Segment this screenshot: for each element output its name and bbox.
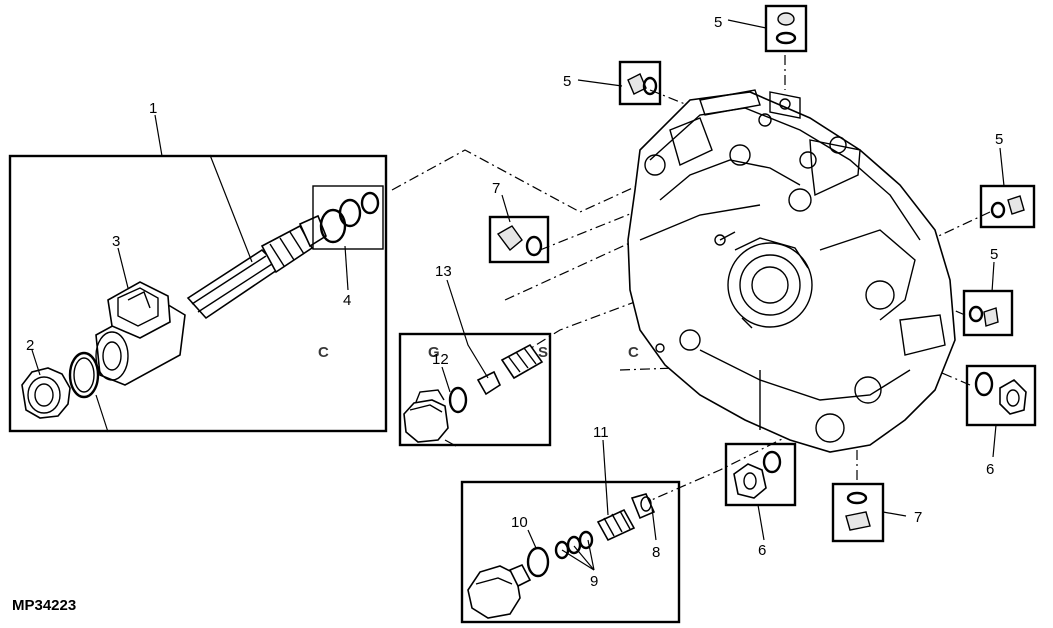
callout-7-left: 7 bbox=[492, 180, 500, 197]
callout-4: 4 bbox=[343, 292, 351, 309]
callout-10: 10 bbox=[511, 514, 528, 531]
callout-6-right: 6 bbox=[986, 461, 994, 478]
watermark-letter-c1: C bbox=[318, 344, 329, 361]
callout-6-bottom: 6 bbox=[758, 542, 766, 559]
callout-5-right: 5 bbox=[990, 246, 998, 263]
plug-box-6-right bbox=[965, 364, 1037, 427]
pump-housing bbox=[627, 89, 956, 453]
callout-5-right-top: 5 bbox=[995, 131, 1003, 148]
callout-5-top: 5 bbox=[714, 14, 722, 31]
callout-7-bottom: 7 bbox=[914, 509, 922, 526]
callout-2: 2 bbox=[26, 337, 34, 354]
plug-box-7-bottom bbox=[831, 482, 885, 543]
relief-valve-parts bbox=[467, 493, 656, 619]
callout-13: 13 bbox=[435, 263, 452, 280]
figure-code: MP34223 bbox=[12, 597, 76, 614]
callout-labels: 1 2 3 4 5 5 5 5 6 6 7 7 8 9 10 11 12 13 bbox=[26, 14, 1003, 590]
plug-box-7-left bbox=[488, 215, 550, 264]
callout-9: 9 bbox=[590, 573, 598, 590]
watermark-letter-s: S bbox=[538, 344, 548, 361]
plug-box-5-right-top bbox=[979, 184, 1036, 229]
cgsc-watermark: C G S C bbox=[318, 344, 639, 361]
check-valve-parts bbox=[403, 343, 544, 443]
callout-1: 1 bbox=[149, 100, 157, 117]
leader-lines bbox=[31, 19, 1005, 571]
callout-3: 3 bbox=[112, 233, 120, 250]
watermark-letter-g: G bbox=[428, 344, 440, 361]
check-valve-box bbox=[398, 332, 552, 447]
plug-box-5-top bbox=[764, 4, 808, 53]
callout-11: 11 bbox=[593, 424, 609, 441]
relief-valve-box bbox=[460, 480, 681, 624]
plug-box-5-top-left bbox=[618, 60, 662, 106]
solenoid-assembly-box bbox=[8, 154, 388, 433]
plug-box-6-bottom bbox=[724, 442, 797, 507]
watermark-letter-c2: C bbox=[628, 344, 639, 361]
callout-8: 8 bbox=[652, 544, 660, 561]
solenoid-assembly bbox=[21, 185, 384, 419]
plug-box-5-right bbox=[962, 289, 1014, 337]
callout-5-top-left: 5 bbox=[563, 73, 571, 90]
callout-12: 12 bbox=[432, 351, 449, 368]
